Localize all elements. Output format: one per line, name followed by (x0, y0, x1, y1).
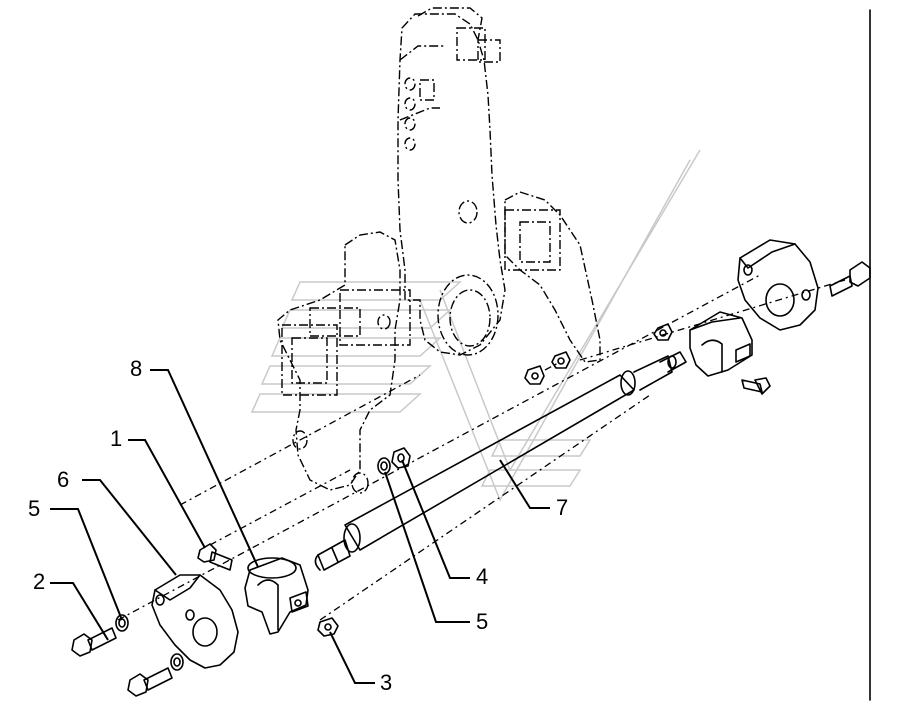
watermark-logo (250, 149, 701, 502)
right-bolt (829, 261, 871, 297)
callout-8: 8 (130, 356, 143, 381)
lift-arm-bracket-ghost (277, 7, 601, 494)
callout-leaders (50, 369, 550, 684)
callout-2: 2 (33, 569, 46, 594)
left-shaft-collar (244, 557, 309, 635)
cross-shaft (314, 351, 687, 571)
callout-1: 1 (110, 426, 123, 451)
lower-nut (317, 617, 339, 637)
center-nut-washer (377, 447, 411, 475)
callout-5-left: 5 (28, 496, 41, 521)
callout-7: 7 (556, 495, 569, 520)
lower-left-bolts (71, 614, 184, 697)
right-bearing-plate (737, 239, 819, 331)
callout-3: 3 (380, 670, 393, 695)
right-shaft-collar (689, 311, 771, 395)
callout-5-center: 5 (476, 609, 489, 634)
right-nuts (524, 323, 673, 385)
callout-6: 6 (57, 467, 70, 492)
left-bearing-plate (151, 574, 239, 669)
left-collar-bolt (197, 543, 233, 571)
callout-4: 4 (476, 564, 489, 589)
